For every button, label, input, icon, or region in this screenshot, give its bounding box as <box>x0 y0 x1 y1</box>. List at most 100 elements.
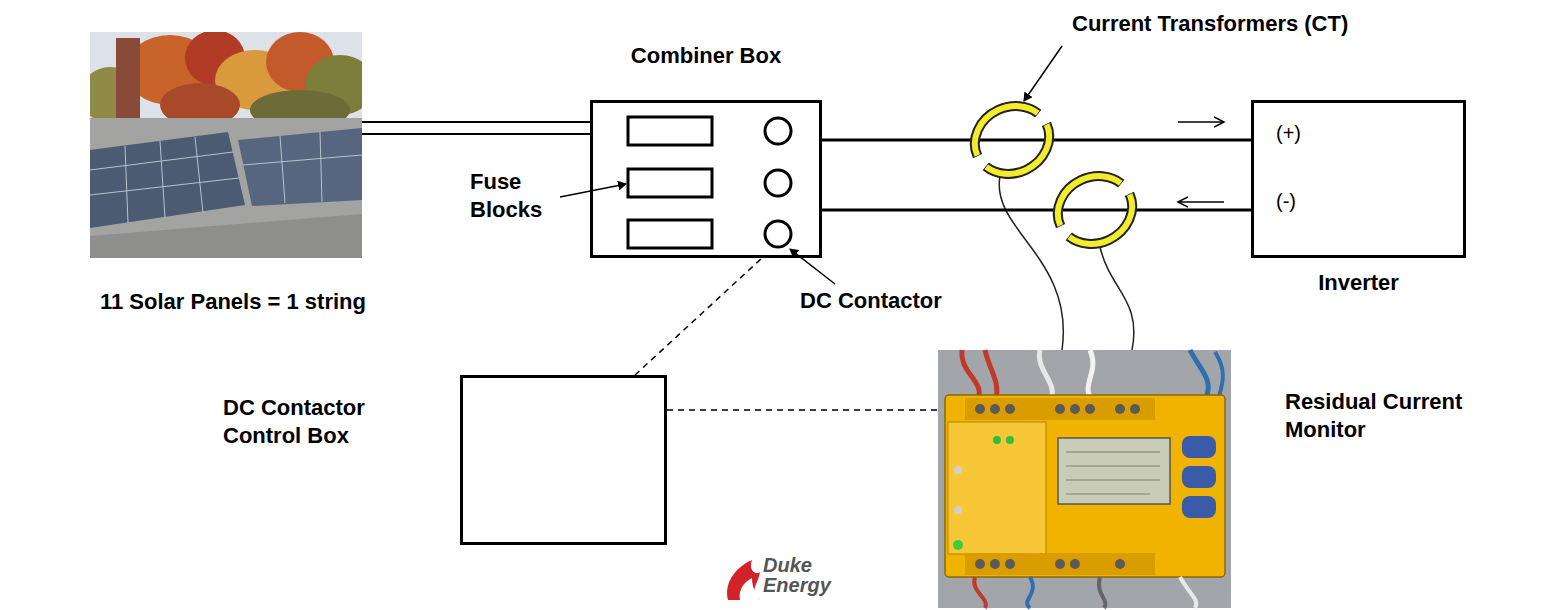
monitor-photo <box>1006 436 1014 444</box>
monitor-photo <box>938 350 1231 608</box>
logo-mark <box>727 560 760 600</box>
monitor-photo <box>1130 404 1140 414</box>
solar-photo <box>243 155 362 165</box>
monitor-photo <box>962 350 979 400</box>
node-label: (+) <box>1276 121 1301 146</box>
monitor-photo <box>1005 404 1015 414</box>
solar-photo <box>116 38 140 128</box>
monitor-photo <box>975 559 1125 569</box>
fuse-block-symbol <box>628 220 712 248</box>
logo-mark <box>740 578 760 600</box>
control-line <box>667 409 938 411</box>
node-label: Residual Current Monitor <box>1285 388 1495 443</box>
fuse-block-symbol <box>628 169 712 197</box>
dc-contactor-symbol <box>765 118 791 247</box>
solar-photo <box>90 178 239 195</box>
monitor-photo <box>1066 452 1160 494</box>
monitor-photo <box>1115 404 1125 414</box>
ct-wire <box>1100 247 1134 350</box>
flow-arrow <box>1178 121 1224 123</box>
node-label: 11 Solar Panels = 1 string <box>100 288 366 316</box>
leader-line <box>560 46 1062 284</box>
current-transformer <box>1047 164 1144 256</box>
solar-photo <box>195 137 203 213</box>
fuse-block-symbol <box>628 117 712 248</box>
dc-contactor-symbol <box>765 118 791 144</box>
monitor-photo <box>953 540 963 550</box>
dc-wire <box>362 133 590 135</box>
current-transformer <box>964 94 1061 186</box>
monitor-photo <box>1058 438 1170 504</box>
residual-current-monitor: Residual Current Monitor <box>938 350 1231 608</box>
node-label: Combiner Box <box>631 42 781 70</box>
flow-arrow <box>1178 201 1224 203</box>
monitor-photo <box>1085 404 1095 414</box>
monitor-photo <box>1182 436 1216 458</box>
monitor-photo <box>965 553 1155 575</box>
solar-photo <box>90 132 245 228</box>
current-transformer <box>1047 164 1144 256</box>
fuse-block-symbol <box>628 117 712 145</box>
monitor-photo <box>1182 466 1216 488</box>
solar-photo <box>160 141 165 218</box>
monitor-photo <box>1066 466 1160 467</box>
inverter-box: (+)(-)Inverter <box>1251 100 1466 258</box>
monitor-photo <box>985 350 997 400</box>
monitor-photo <box>938 350 1231 608</box>
monitor-photo <box>948 422 1046 554</box>
logo-mark <box>727 560 760 600</box>
callout-label: Fuse Blocks <box>470 168 570 223</box>
monitor-photo <box>975 404 1140 414</box>
callout-label: Current Transformers (CT) <box>1072 10 1348 38</box>
dc-wire <box>822 139 1251 142</box>
solar-photo <box>90 32 362 258</box>
node-label: DC Contactor Control Box <box>223 394 413 449</box>
monitor-photo <box>945 395 1225 577</box>
dc-wire <box>362 121 590 123</box>
monitor-photo <box>1215 352 1223 400</box>
solar-photo <box>90 214 362 258</box>
monitor-photo <box>990 559 1000 569</box>
logo-text: Duke Energy <box>763 556 837 595</box>
monitor-photo <box>1070 404 1080 414</box>
current-transformer <box>964 94 1144 256</box>
monitor-photo <box>990 404 1000 414</box>
ct-wire <box>999 176 1134 350</box>
solar-photo <box>280 136 285 203</box>
control-box: DC Contactor Control Box <box>460 375 667 545</box>
monitor-photo <box>975 559 985 569</box>
node-text: Inverter <box>1318 269 1399 297</box>
monitor-photo <box>993 436 1001 444</box>
dc-contactor-symbol <box>765 170 791 196</box>
monitor-photo <box>975 404 985 414</box>
monitor-photo <box>954 466 962 474</box>
node-text: (-) <box>1276 189 1296 214</box>
solar-photo <box>125 146 128 223</box>
solar-photo <box>320 132 322 202</box>
solar-photo <box>238 128 362 206</box>
leader-line <box>790 249 835 284</box>
monitor-photo <box>1066 452 1160 453</box>
callout-label: DC Contactor <box>800 287 942 315</box>
monitor-photo <box>1005 559 1015 569</box>
dc-contactor-symbol <box>765 221 791 247</box>
control-line <box>635 258 762 375</box>
flow-arrow <box>1178 122 1224 202</box>
monitor-photo <box>965 398 1155 420</box>
monitor-photo <box>1182 496 1216 518</box>
monitor-photo <box>1055 404 1065 414</box>
leader-line <box>560 184 626 197</box>
monitor-photo <box>1115 559 1125 569</box>
monitor-photo <box>1099 577 1105 608</box>
ct-wire <box>999 176 1063 350</box>
monitor-photo <box>954 506 962 514</box>
monitor-photo <box>1027 577 1033 608</box>
current-transformer <box>964 94 1061 186</box>
monitor-photo <box>1182 436 1216 518</box>
solar-array: 11 Solar Panels = 1 string <box>90 32 362 258</box>
monitor-photo <box>1066 480 1160 481</box>
solar-photo <box>90 118 362 258</box>
monitor-photo <box>974 577 986 608</box>
monitor-photo <box>1180 577 1196 608</box>
